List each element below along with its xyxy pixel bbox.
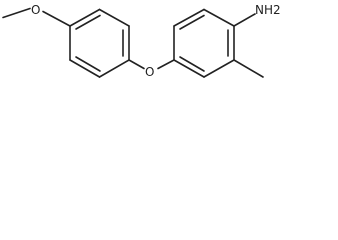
methoxy-oxygen-ring-bond — [42, 10, 71, 27]
amine-bond — [233, 13, 256, 27]
ether-oxygen-label: O — [145, 65, 154, 79]
methoxy-methyl-bond — [2, 7, 31, 19]
aryl-methyl-bond — [233, 59, 264, 78]
methoxyphenyl-ring — [69, 8, 130, 78]
methylaniline-ring — [173, 8, 235, 78]
ether-bond-left — [128, 59, 145, 70]
ether-bond-right — [157, 59, 175, 70]
methoxy-oxygen-label: O — [31, 3, 40, 17]
amine-label: NH2 — [255, 3, 281, 17]
chemical-structure-diagram: O O NH2 — [2, 3, 281, 79]
